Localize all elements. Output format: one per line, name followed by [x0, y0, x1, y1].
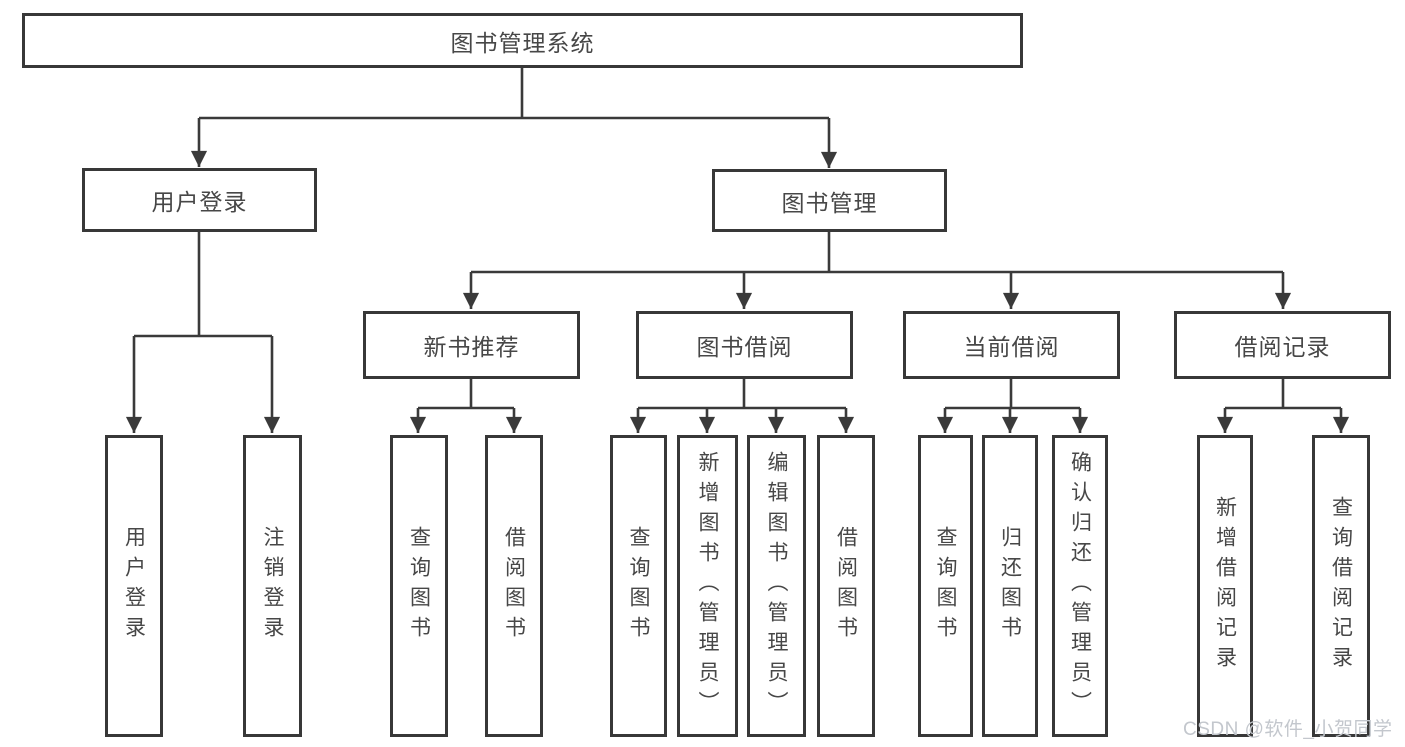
node-label: 新增借阅记录: [1213, 496, 1237, 676]
connector-user-login-children: [125, 232, 281, 433]
node-label: 新书推荐: [423, 334, 520, 360]
node-user-login: 用户登录: [82, 168, 317, 232]
connector-book-management-children: [462, 232, 1292, 309]
node-label: 借阅记录: [1234, 334, 1331, 360]
leaf-bb-add-books-admin: 新增图书（管理员）: [677, 435, 738, 737]
node-label: 新增图书（管理员）: [696, 451, 719, 721]
node-label: 图书借阅: [696, 334, 793, 360]
leaf-bb-edit-books-admin: 编辑图书（管理员）: [747, 435, 806, 737]
node-library-management-system: 图书管理系统: [22, 13, 1023, 68]
node-label: 查询借阅记录: [1329, 496, 1353, 676]
csdn-watermark: CSDN @软件_小贺同学: [1183, 719, 1393, 740]
node-label: 用户登录: [151, 189, 248, 215]
node-book-borrowing: 图书借阅: [636, 311, 853, 379]
connector-book-borrow-children: [629, 379, 855, 433]
leaf-nbr-query-books: 查询图书: [390, 435, 448, 737]
node-label: 查询图书: [407, 526, 431, 646]
node-label: 查询图书: [627, 526, 650, 646]
node-new-book-recommendation: 新书推荐: [363, 311, 580, 379]
connector-root-to-level2: [190, 68, 838, 168]
node-label: 借阅图书: [834, 526, 858, 646]
leaf-cb-confirm-return-admin: 确认归还（管理员）: [1052, 435, 1108, 737]
leaf-bb-query-books: 查询图书: [610, 435, 667, 737]
leaf-br-query-record: 查询借阅记录: [1312, 435, 1370, 737]
node-label: 图书管理系统: [450, 29, 595, 56]
leaf-user-login: 用户登录: [105, 435, 163, 737]
node-label: 借阅图书: [502, 526, 526, 646]
leaf-nbr-borrow-books: 借阅图书: [485, 435, 543, 737]
node-label: 查询图书: [934, 526, 957, 646]
node-label: 图书管理: [781, 189, 878, 216]
node-label: 确认归还（管理员）: [1068, 451, 1092, 721]
node-label: 归还图书: [998, 526, 1022, 646]
connector-borrow-records-children: [1216, 379, 1350, 433]
node-label: 编辑图书（管理员）: [765, 451, 788, 721]
leaf-cb-query-books: 查询图书: [918, 435, 973, 737]
leaf-br-add-record: 新增借阅记录: [1197, 435, 1253, 737]
connector-new-book-children: [409, 379, 523, 433]
leaf-bb-borrow-books: 借阅图书: [817, 435, 875, 737]
node-borrowing-records: 借阅记录: [1174, 311, 1391, 379]
node-book-management: 图书管理: [712, 169, 947, 232]
connector-current-borrow-children: [936, 379, 1089, 433]
node-current-borrowing: 当前借阅: [903, 311, 1120, 379]
node-label: 注销登录: [261, 526, 284, 646]
node-label: 用户登录: [122, 526, 146, 646]
leaf-logout-login: 注销登录: [243, 435, 302, 737]
leaf-cb-return-books: 归还图书: [982, 435, 1038, 737]
node-label: 当前借阅: [963, 334, 1060, 360]
